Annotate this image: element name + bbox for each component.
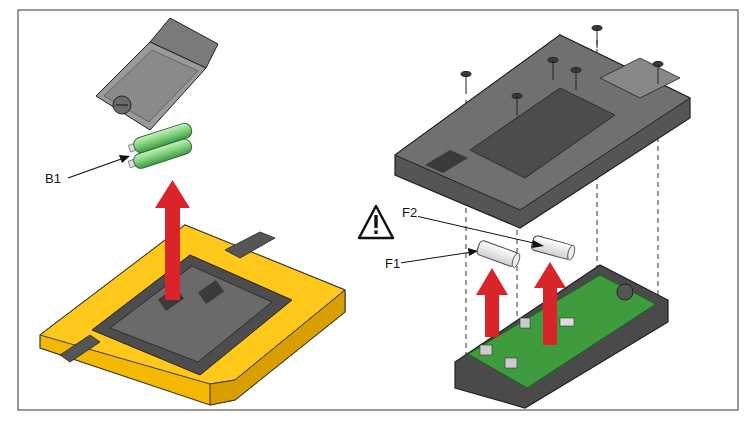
leader-line bbox=[68, 158, 124, 178]
frame bbox=[18, 10, 738, 410]
fuses bbox=[476, 235, 576, 268]
battery-door bbox=[96, 18, 218, 130]
removal-arrow bbox=[155, 180, 190, 300]
leader-line bbox=[416, 216, 538, 244]
top-case bbox=[395, 35, 690, 228]
leader-arrowhead bbox=[532, 240, 544, 248]
batteries bbox=[122, 121, 198, 171]
leader-arrowhead bbox=[468, 248, 478, 256]
callout-label: F1 bbox=[384, 256, 401, 271]
callout-label: B1 bbox=[44, 171, 62, 186]
screws bbox=[461, 26, 663, 117]
leader-arrowhead bbox=[119, 155, 130, 163]
callout-label: F2 bbox=[401, 205, 418, 220]
removal-arrows bbox=[476, 262, 566, 345]
warning-symbol bbox=[359, 206, 393, 238]
leader-line bbox=[400, 252, 472, 263]
meter-body bbox=[40, 225, 345, 405]
